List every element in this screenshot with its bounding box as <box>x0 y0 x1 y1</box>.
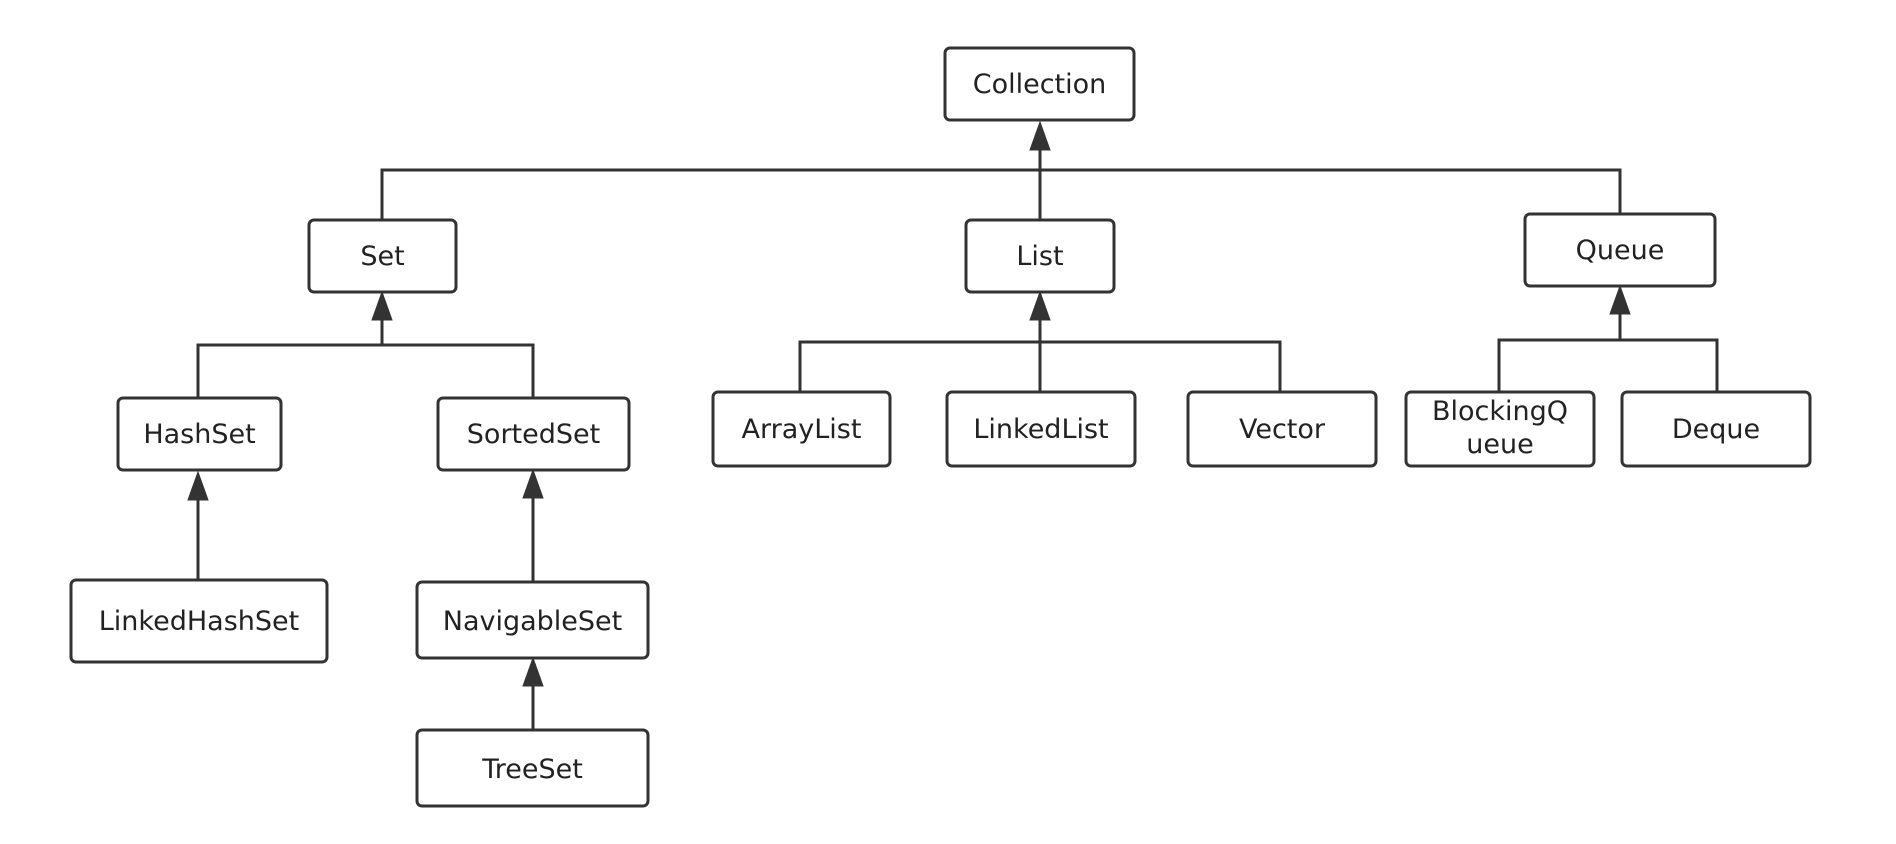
node-arraylist: ArrayList <box>711 390 892 468</box>
node-navigableset-label: NavigableSet <box>443 606 623 637</box>
node-hashset: HashSet <box>116 396 283 472</box>
node-blockingqueue-label-line2: ueue <box>1466 429 1533 460</box>
node-queue: Queue <box>1523 212 1717 288</box>
node-linkedhashset: LinkedHashSet <box>69 578 329 664</box>
node-treeset: TreeSet <box>415 728 650 808</box>
node-sortedset: SortedSet <box>436 396 631 472</box>
node-blockingqueue-label-line1: BlockingQ <box>1432 396 1568 427</box>
node-linkedlist-label: LinkedList <box>973 414 1108 445</box>
node-deque: Deque <box>1620 390 1812 468</box>
arrow-to-hashset <box>187 470 209 501</box>
edge-set-children <box>196 298 535 398</box>
node-collection-label: Collection <box>973 69 1107 100</box>
arrow-to-list <box>1029 290 1051 321</box>
node-navigableset: NavigableSet <box>415 580 650 660</box>
arrow-to-sortedset <box>522 468 544 499</box>
node-list: List <box>964 218 1116 294</box>
node-arraylist-label: ArrayList <box>742 414 862 445</box>
arrow-to-navigableset <box>522 656 544 687</box>
arrow-to-collection <box>1029 120 1051 151</box>
node-collection: Collection <box>943 46 1136 122</box>
node-set: Set <box>307 218 458 294</box>
node-sortedset-label: SortedSet <box>467 419 600 450</box>
connectors <box>187 120 1719 730</box>
node-linkedhashset-label: LinkedHashSet <box>99 606 299 637</box>
node-treeset-label: TreeSet <box>481 754 583 785</box>
node-set-label: Set <box>360 241 404 272</box>
node-queue-label: Queue <box>1576 235 1665 266</box>
node-deque-label: Deque <box>1672 414 1760 445</box>
arrow-to-set <box>371 290 393 321</box>
node-vector: Vector <box>1186 390 1378 468</box>
node-hashset-label: HashSet <box>143 419 255 450</box>
node-blockingqueue: BlockingQ ueue <box>1404 390 1596 468</box>
node-vector-label: Vector <box>1239 414 1326 445</box>
arrow-to-queue <box>1609 284 1631 315</box>
node-linkedlist: LinkedList <box>945 390 1137 468</box>
node-list-label: List <box>1016 241 1063 272</box>
edge-queue-children <box>1497 292 1719 392</box>
